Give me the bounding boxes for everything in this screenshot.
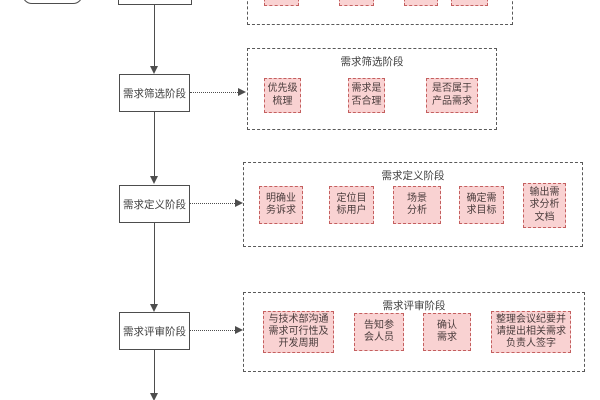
task-priority-sorting: 优先级 梳理 bbox=[264, 78, 301, 113]
arrow-head-down bbox=[150, 66, 158, 74]
task-confirm-requirement: 确认 需求 bbox=[423, 313, 471, 351]
connector-line bbox=[154, 223, 155, 304]
arrow-head-right bbox=[235, 199, 243, 207]
arrow-head-right bbox=[235, 326, 243, 334]
connector-line bbox=[154, 5, 155, 66]
task-requirement-reasonable: 需求是 否合理 bbox=[348, 78, 385, 113]
connector-line bbox=[154, 112, 155, 176]
task-notify-attendees: 告知参 会人员 bbox=[354, 313, 404, 351]
phase-container-clipped bbox=[247, 0, 513, 25]
task-meeting-minutes-signature: 整理会议纪要并 请提出相关需求 负责人签字 bbox=[491, 311, 571, 353]
arrow-head-down bbox=[150, 393, 158, 400]
phase-title: 需求评审阶段 bbox=[382, 300, 446, 312]
stage-box-definition: 需求定义阶段 bbox=[119, 185, 190, 223]
stage-box-screening: 需求筛选阶段 bbox=[119, 74, 190, 112]
phase-title: 需求筛选阶段 bbox=[340, 56, 404, 68]
phase-container-review: 需求评审阶段 与技术部沟通 需求可行性及 开发周期 告知参 会人员 确认 需求 … bbox=[243, 292, 585, 372]
task-discuss-feasibility: 与技术部沟通 需求可行性及 开发周期 bbox=[263, 311, 334, 353]
arrow-head-down bbox=[150, 304, 158, 312]
task-box-clipped bbox=[451, 0, 488, 6]
task-define-target-users: 定位目 标用户 bbox=[329, 186, 374, 224]
task-clarify-business-appeal: 明确业 务诉求 bbox=[259, 186, 303, 224]
start-node-clipped bbox=[22, 0, 83, 4]
task-box-clipped bbox=[264, 0, 299, 6]
phase-container-definition: 需求定义阶段 明确业 务诉求 定位目 标用户 场景 分析 确定需 求目标 输出需… bbox=[243, 162, 583, 247]
connector-line bbox=[154, 350, 155, 393]
arrow-head-right bbox=[238, 88, 246, 96]
task-belongs-to-product: 是否属于 产品需求 bbox=[426, 78, 478, 113]
task-scenario-analysis: 场景 分析 bbox=[393, 186, 441, 224]
task-box-clipped bbox=[404, 0, 438, 6]
dashed-connector bbox=[190, 203, 235, 204]
stage-box-review: 需求评审阶段 bbox=[119, 312, 190, 350]
dashed-connector bbox=[190, 330, 235, 331]
task-output-analysis-doc: 输出需 求分析 文档 bbox=[523, 183, 566, 228]
task-box-clipped bbox=[339, 0, 374, 6]
dashed-connector bbox=[190, 92, 238, 93]
stage-node-clipped bbox=[118, 0, 192, 5]
phase-container-screening: 需求筛选阶段 优先级 梳理 需求是 否合理 是否属于 产品需求 bbox=[247, 48, 497, 130]
arrow-head-down bbox=[150, 176, 158, 184]
task-define-requirement-goals: 确定需 求目标 bbox=[459, 186, 504, 224]
phase-title: 需求定义阶段 bbox=[381, 170, 445, 182]
